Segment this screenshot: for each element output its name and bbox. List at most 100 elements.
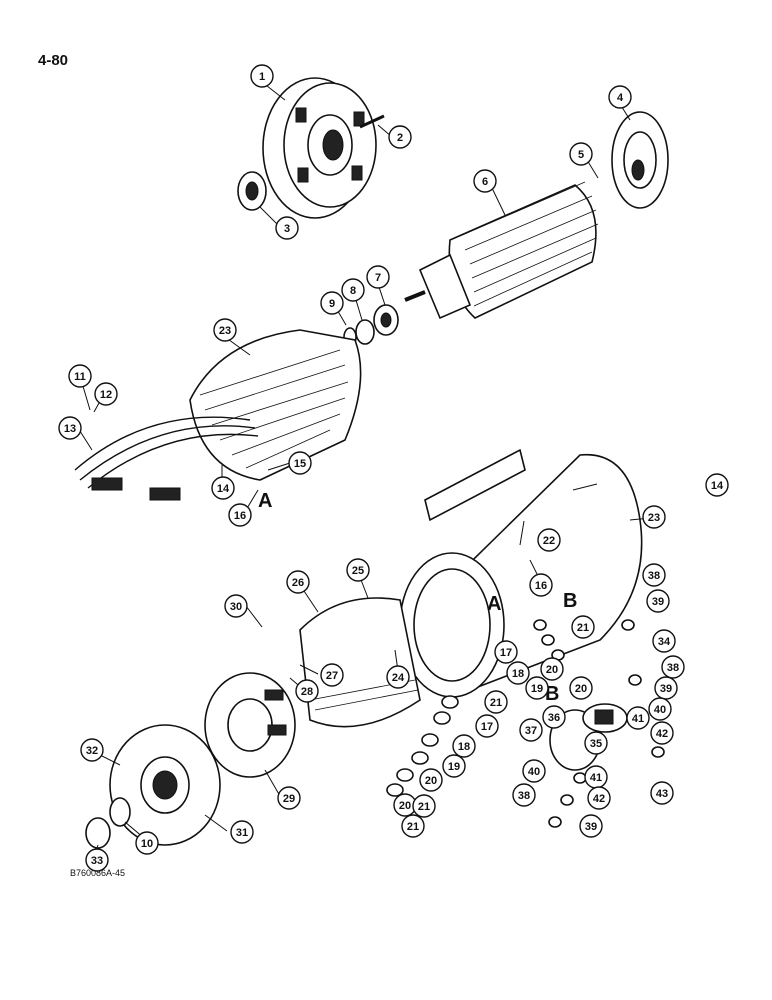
callout-34: 34 [652, 629, 676, 653]
callout-5: 5 [569, 142, 593, 166]
callout-15: 15 [288, 451, 312, 475]
callout-number: 5 [578, 149, 584, 161]
callout-number: 17 [500, 647, 512, 659]
callout-14: 14 [211, 476, 235, 500]
callout-22: 22 [537, 528, 561, 552]
callout-number: 11 [74, 371, 86, 383]
callout-number: 39 [660, 683, 672, 695]
callout-35: 35 [584, 731, 608, 755]
callout-number: 42 [593, 793, 605, 805]
field-coils [189, 329, 362, 481]
callout-number: 23 [219, 325, 231, 337]
page-number: 4-80 [38, 52, 69, 69]
callout-number: 38 [667, 662, 679, 674]
motor-frame [399, 448, 643, 698]
section-letter: A [487, 593, 501, 615]
figure-code: B760086A-45 [70, 868, 126, 878]
callout-number: 20 [425, 775, 437, 787]
callout-20: 20 [419, 768, 443, 792]
callout-number: 41 [632, 713, 644, 725]
section-letter: A [258, 490, 272, 512]
callout-21: 21 [571, 615, 595, 639]
callout-number: 26 [292, 577, 304, 589]
callout-number: 17 [481, 721, 493, 733]
callout-number: 15 [294, 458, 306, 470]
callout-layer: 1234567892311121314151614222316302625272… [58, 64, 729, 872]
end-cap-31 [109, 724, 221, 846]
callout-4: 4 [608, 85, 632, 109]
callout-number: 33 [91, 855, 103, 867]
callout-26: 26 [286, 570, 310, 594]
callout-number: 36 [548, 712, 560, 724]
callout-19: 19 [525, 676, 549, 700]
callout-number: 9 [329, 298, 335, 310]
callout-number: 39 [652, 596, 664, 608]
callout-number: 42 [656, 728, 668, 740]
callout-number: 14 [711, 480, 724, 492]
callout-31: 31 [230, 820, 254, 844]
callout-17: 17 [494, 640, 518, 664]
brush-leads-13 [74, 416, 259, 501]
callout-number: 38 [518, 790, 530, 802]
callout-36: 36 [542, 705, 566, 729]
brush-plate-4 [611, 111, 669, 209]
callout-43: 43 [650, 781, 674, 805]
callout-29: 29 [277, 786, 301, 810]
callout-2: 2 [388, 125, 412, 149]
callout-10: 10 [135, 831, 159, 855]
callout-number: 14 [217, 483, 230, 495]
callout-number: 19 [448, 761, 460, 773]
callout-number: 30 [230, 601, 242, 613]
callout-7: 7 [366, 265, 390, 289]
callout-21: 21 [484, 690, 508, 714]
callout-30: 30 [224, 594, 248, 618]
callout-39: 39 [579, 814, 603, 838]
callout-41: 41 [584, 765, 608, 789]
callout-8: 8 [341, 278, 365, 302]
callout-18: 18 [506, 661, 530, 685]
callout-number: 16 [234, 510, 246, 522]
callout-number: 3 [284, 223, 290, 235]
callout-14: 14 [705, 473, 729, 497]
callout-number: 1 [259, 71, 265, 83]
callout-20: 20 [569, 676, 593, 700]
callout-number: 35 [590, 738, 602, 750]
callout-number: 39 [585, 821, 597, 833]
callout-41: 41 [626, 706, 650, 730]
drive-end-housing [262, 77, 377, 219]
callout-number: 38 [648, 570, 660, 582]
callout-27: 27 [320, 663, 344, 687]
callout-number: 20 [546, 664, 558, 676]
callout-21: 21 [401, 814, 425, 838]
callout-19: 19 [442, 754, 466, 778]
callout-16: 16 [529, 573, 553, 597]
callout-number: 40 [654, 704, 666, 716]
callout-38: 38 [642, 563, 666, 587]
callout-38: 38 [512, 783, 536, 807]
callout-number: 40 [528, 766, 540, 778]
callout-number: 41 [590, 772, 602, 784]
callout-number: 19 [531, 683, 543, 695]
callout-number: 8 [350, 285, 356, 297]
callout-23: 23 [213, 318, 237, 342]
callout-24: 24 [386, 665, 410, 689]
callout-number: 18 [512, 668, 524, 680]
callout-33: 33 [85, 848, 109, 872]
bearing-3 [237, 171, 267, 211]
callout-39: 39 [646, 589, 670, 613]
callout-number: 7 [375, 272, 381, 284]
cover-band [299, 597, 421, 728]
bearing-7 [373, 304, 399, 336]
callout-number: 34 [658, 636, 671, 648]
callout-number: 21 [418, 801, 430, 813]
callout-32: 32 [80, 738, 104, 762]
callout-12: 12 [94, 382, 118, 406]
callout-38: 38 [661, 655, 685, 679]
callout-number: 31 [236, 827, 248, 839]
callout-42: 42 [587, 786, 611, 810]
callout-9: 9 [320, 291, 344, 315]
callout-number: 37 [525, 725, 537, 737]
callout-number: 4 [617, 92, 624, 104]
callout-1: 1 [250, 64, 274, 88]
